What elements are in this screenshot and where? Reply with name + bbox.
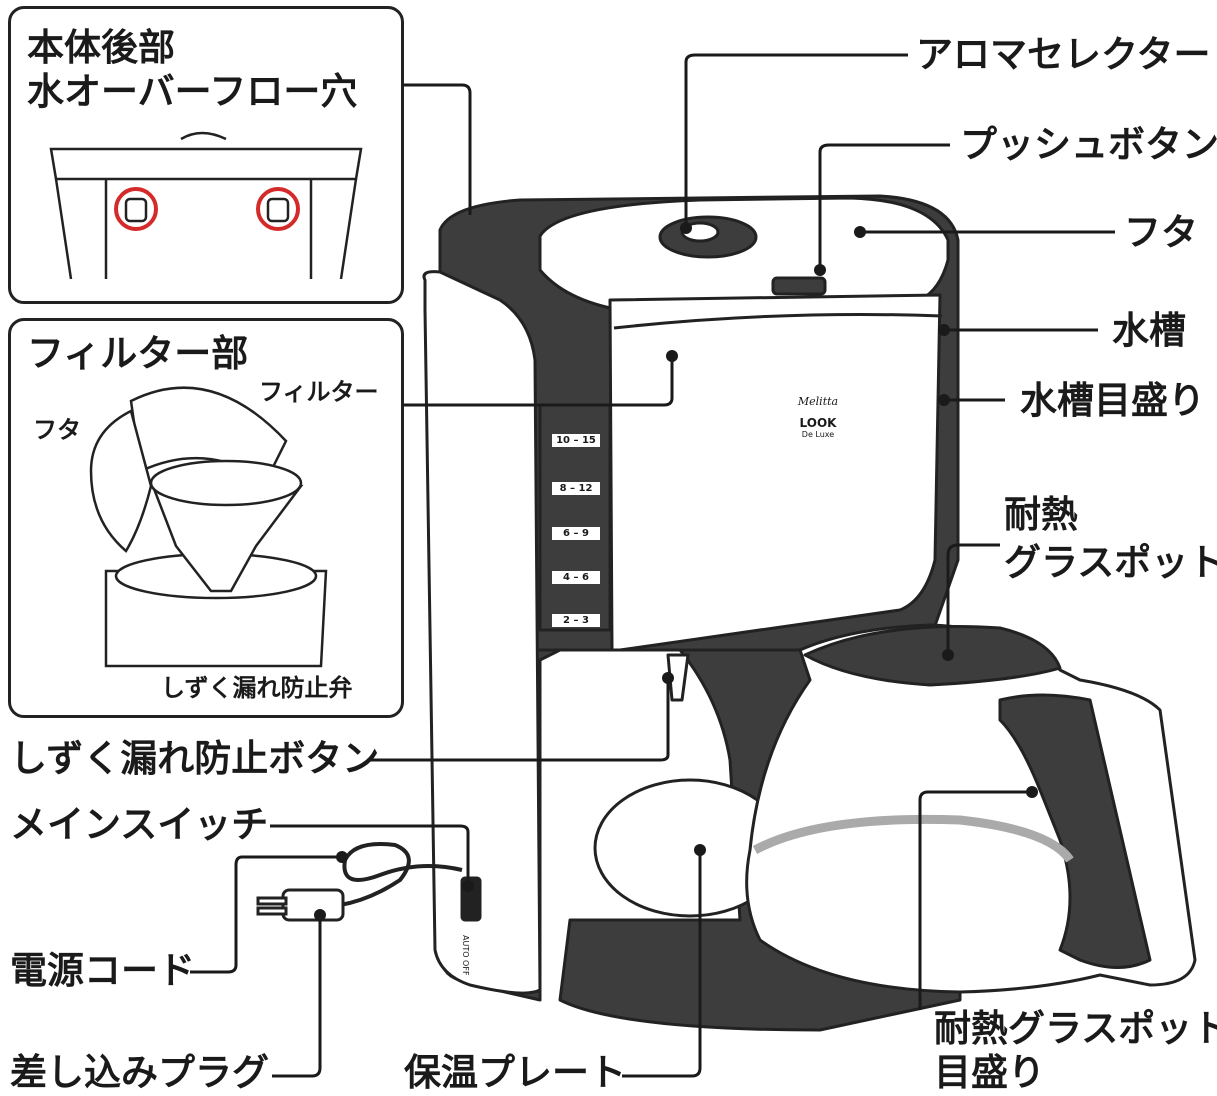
filter-inset-filter-label: フィルター <box>259 378 379 406</box>
overflow-hole-right <box>256 187 300 231</box>
model-name: LOOK <box>799 416 837 430</box>
switch-text: AUTO OFF <box>461 935 470 976</box>
leader-lines <box>190 53 1115 1078</box>
label-push-button: プッシュボタン <box>960 123 1217 166</box>
label-glass-pot-2: グラスポット <box>1004 541 1217 584</box>
label-aroma-selector: アロマセレクター <box>916 33 1211 76</box>
rear-inset-title-1: 本体後部 <box>27 26 175 69</box>
label-warming-plate: 保温プレート <box>404 1051 626 1094</box>
lid-top <box>538 196 950 312</box>
pot-scale-band <box>752 814 1074 863</box>
scale-mark: 2 – 3 <box>552 614 600 627</box>
filter-inset-drawing <box>89 386 328 668</box>
pot-lid <box>803 625 1062 687</box>
label-pot-scale-2: 目盛り <box>934 1051 1045 1094</box>
push-button-shape <box>771 276 827 296</box>
leader-dots <box>314 222 1038 921</box>
rear-inset: 本体後部 水オーバーフロー穴 <box>8 6 404 304</box>
label-power-cord: 電源コード <box>10 949 195 992</box>
model-sub: De Luxe <box>801 430 835 439</box>
overflow-hole-left <box>114 187 158 231</box>
filter-inset-valve-label: しずく漏れ防止弁 <box>161 674 353 702</box>
brand-name: Melitta <box>797 395 839 408</box>
drip-stop-shape <box>666 653 690 702</box>
plug-shape <box>281 888 345 922</box>
rear-inset-title-2: 水オーバーフロー穴 <box>27 70 358 113</box>
rear-inset-drawing <box>49 131 363 280</box>
label-water-tank: 水槽 <box>1112 309 1186 352</box>
lid-rim <box>613 313 943 330</box>
label-pot-scale-1: 耐熱グラスポット <box>934 1007 1217 1050</box>
label-lid: フタ <box>1124 211 1198 254</box>
label-plug: 差し込みプラグ <box>10 1051 269 1094</box>
label-water-tank-scale: 水槽目盛り <box>1020 379 1205 422</box>
brand-logo: Melitta LOOK De Luxe <box>788 395 848 439</box>
coffee-maker <box>422 194 1197 1032</box>
pot-handle <box>998 693 1152 969</box>
label-drip-stop-button: しずく漏れ防止ボタン <box>10 737 380 780</box>
water-tank-front <box>608 293 942 652</box>
scale-mark: 4 – 6 <box>552 571 600 584</box>
scale-mark: 6 – 9 <box>552 527 600 540</box>
scale-mark: 10 – 15 <box>552 434 600 447</box>
filter-inset-title: フィルター部 <box>27 332 249 375</box>
plug-cord <box>256 842 463 922</box>
scale-mark: 8 – 12 <box>552 482 600 495</box>
label-main-switch: メインスイッチ <box>10 803 269 846</box>
body-left-panel <box>422 270 542 995</box>
label-glass-pot-1: 耐熱 <box>1004 493 1078 536</box>
filter-inset-lid-label: フタ <box>33 416 81 444</box>
filter-inset: フィルター部 フタ フィルター しずく漏れ防止弁 <box>8 318 404 718</box>
